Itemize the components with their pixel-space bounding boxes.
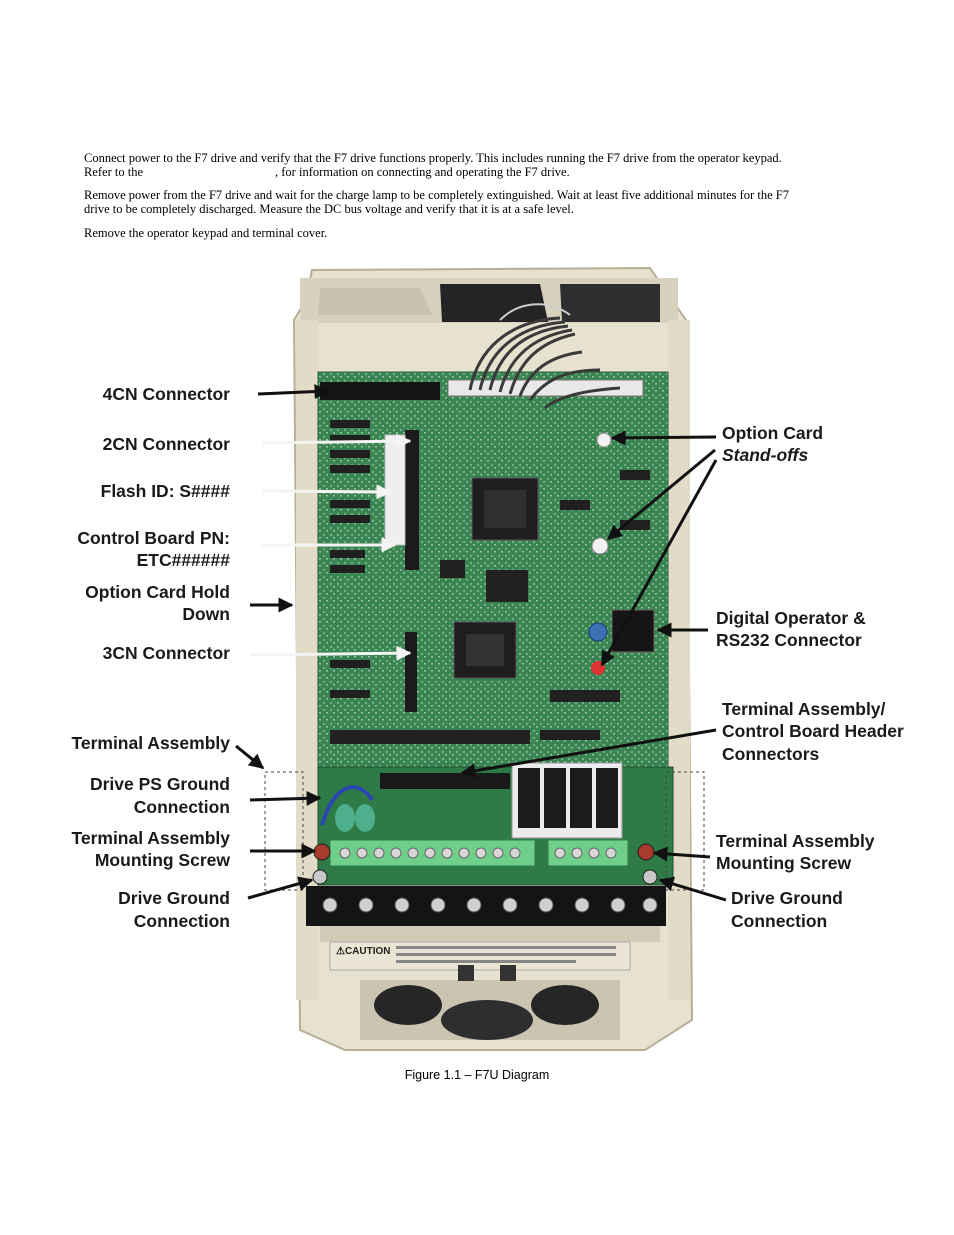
- standoff: [596, 432, 612, 448]
- label-control-board-pn: Control Board PN:: [77, 528, 230, 548]
- label-drive-ground-right: Connection: [731, 911, 827, 931]
- mounting-screw-right: [637, 843, 655, 861]
- paragraph-text: Remove power from the F7 drive and wait …: [84, 188, 789, 202]
- memory-chip: [486, 570, 528, 602]
- ground-screw-left: [312, 869, 328, 885]
- 3cn-connector: [405, 632, 417, 712]
- rs232-connector: [611, 609, 655, 653]
- instruction-paragraph-2: Remove power from the F7 drive and wait …: [84, 188, 884, 216]
- label-option-card-hold-down: Down: [182, 604, 230, 624]
- label-drive-ps-ground: Drive PS Ground: [90, 774, 230, 794]
- label-mounting-screw-right: Terminal Assembly: [716, 831, 875, 851]
- ground-screw-right: [642, 869, 658, 885]
- caution-label: ⚠CAUTION: [336, 946, 391, 957]
- label-header-connectors: Connectors: [722, 744, 820, 764]
- paragraph-text: Remove the operator keypad and terminal …: [84, 226, 328, 240]
- paragraph-text: drive to be completely discharged. Measu…: [84, 202, 574, 216]
- callout-arrows: [235, 384, 727, 902]
- label-header-connectors: Terminal Assembly/: [722, 699, 886, 719]
- f7u-diagram-figure: ⚠CAUTION 4CN Connector 2CN Connector Fla…: [0, 260, 954, 1060]
- instruction-paragraph-3: Remove the operator keypad and terminal …: [84, 226, 884, 240]
- paragraph-text: Connect power to the F7 drive and verify…: [84, 151, 782, 165]
- label-digital-operator: RS232 Connector: [716, 630, 862, 650]
- figure-caption: Figure 1.1 – F7U Diagram: [404, 1068, 550, 1082]
- label-drive-ps-ground: Connection: [134, 797, 230, 817]
- label-option-card-standoffs: Stand-offs: [722, 445, 808, 465]
- label-terminal-assembly: Terminal Assembly: [71, 733, 230, 753]
- conduit-openings: [360, 965, 620, 1040]
- label-digital-operator: Digital Operator &: [716, 608, 866, 628]
- label-3cn-connector: 3CN Connector: [103, 643, 231, 663]
- 4cn-connector: [320, 382, 440, 400]
- label-option-card-standoffs: Option Card: [722, 423, 823, 443]
- instruction-paragraph-1: Connect power to the F7 drive and verify…: [84, 151, 884, 179]
- label-mounting-screw-right: Mounting Screw: [716, 853, 852, 873]
- label-drive-ground-left: Connection: [134, 911, 230, 931]
- label-option-card-hold-down: Option Card Hold: [85, 582, 230, 602]
- mounting-screw-left: [313, 843, 331, 861]
- paragraph-text: Refer to the, for information on connect…: [84, 165, 570, 179]
- f7u-diagram: ⚠CAUTION 4CN Connector 2CN Connector Fla…: [71, 266, 905, 1051]
- 2cn-connector: [405, 430, 419, 570]
- label-mounting-screw-left: Mounting Screw: [95, 850, 231, 870]
- control-board: [317, 371, 669, 768]
- label-mounting-screw-left: Terminal Assembly: [71, 828, 230, 848]
- part-number-label: [384, 434, 406, 546]
- label-flash-id: Flash ID: S####: [101, 481, 231, 501]
- label-2cn-connector: 2CN Connector: [103, 434, 231, 454]
- ribbon-cable: [468, 303, 621, 410]
- power-terminal-block: ⚠CAUTION: [306, 886, 666, 971]
- right-callouts: Option Card Stand-offs Digital Operator …: [716, 423, 905, 932]
- label-drive-ground-left: Drive Ground: [118, 888, 230, 908]
- terminal-assembly: [264, 762, 705, 891]
- label-header-connectors: Control Board Header: [722, 721, 904, 741]
- label-control-board-pn: ETC######: [137, 550, 231, 570]
- standoff: [591, 537, 609, 555]
- left-callouts: 4CN Connector 2CN Connector Flash ID: S#…: [71, 384, 231, 932]
- label-4cn-connector: 4CN Connector: [103, 384, 231, 404]
- label-drive-ground-right: Drive Ground: [731, 888, 843, 908]
